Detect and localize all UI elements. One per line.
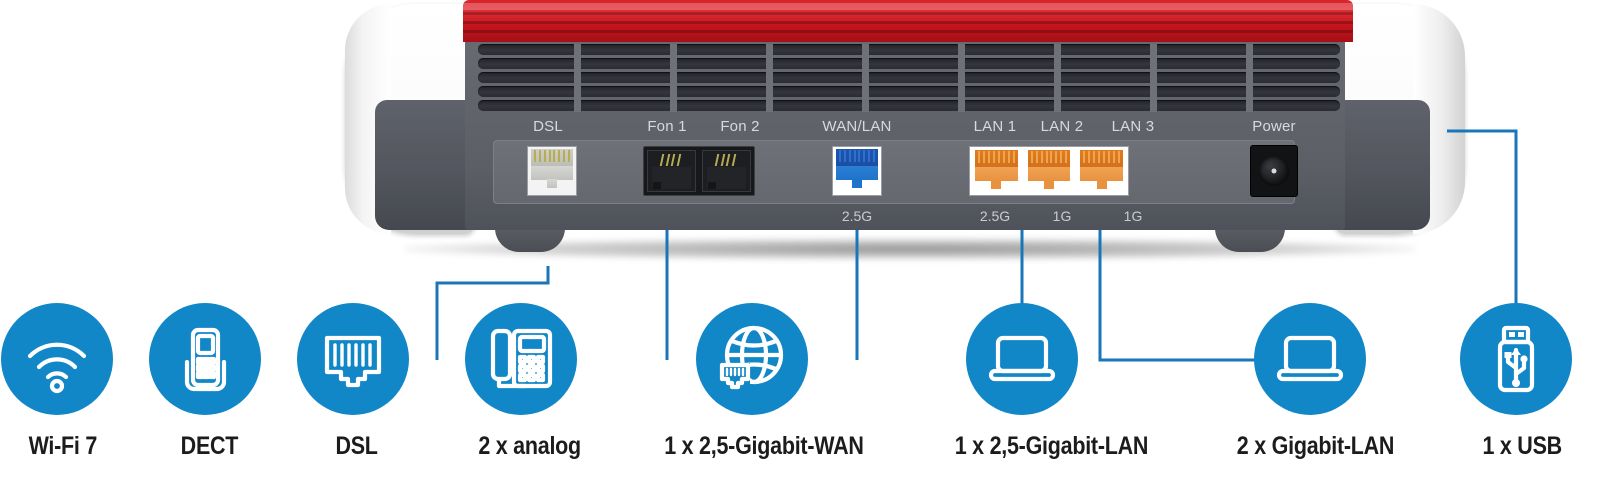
- vent-divider: [670, 44, 677, 112]
- wifi-icon: [1, 303, 113, 415]
- dsl-jack-icon: [297, 303, 409, 415]
- vent-slot: [478, 58, 1340, 69]
- red-highlight: [463, 3, 1353, 10]
- feature-label-analog: 2 x analog: [478, 432, 581, 460]
- port-speed-wanlan: 2.5G: [841, 208, 873, 224]
- port-dsl[interactable]: [527, 146, 577, 196]
- vent-slot: [478, 100, 1340, 111]
- vent-slot: [478, 86, 1340, 97]
- cordless-phone-icon: [149, 303, 261, 415]
- port-power[interactable]: [1250, 145, 1298, 197]
- port-fon1[interactable]: [647, 150, 696, 192]
- port-lan2[interactable]: [1024, 148, 1075, 196]
- vent-divider: [862, 44, 869, 112]
- router-red-top-cover: [463, 0, 1353, 42]
- port-speed-lan1: 2.5G: [979, 208, 1011, 224]
- feature-wifi[interactable]: [1, 303, 113, 415]
- router-foot-left: [495, 228, 565, 252]
- feature-label-dsl: DSL: [335, 432, 378, 460]
- vent-divider: [1054, 44, 1061, 112]
- vent-divider: [1246, 44, 1253, 112]
- red-groove: [463, 12, 1353, 15]
- usb-stick-icon: [1460, 303, 1572, 415]
- port-label-power: Power: [1252, 118, 1296, 135]
- feature-wan[interactable]: [696, 303, 808, 415]
- laptop-icon: [966, 303, 1078, 415]
- port-label-wanlan: WAN/LAN: [822, 118, 892, 135]
- port-speed-lan2: 1G: [1052, 208, 1072, 224]
- globe-jack-icon: [696, 303, 808, 415]
- port-speed-lan3: 1G: [1123, 208, 1143, 224]
- feature-dect[interactable]: [149, 303, 261, 415]
- port-label-lan2: LAN 2: [1040, 118, 1084, 135]
- feature-lan25[interactable]: [966, 303, 1078, 415]
- desk-phone-icon: [465, 303, 577, 415]
- ventilation-grille: [478, 44, 1340, 112]
- laptop-icon: [1254, 303, 1366, 415]
- feature-label-lan25: 1 x 2,5-Gigabit-LAN: [955, 432, 1149, 460]
- vent-slot: [478, 72, 1340, 83]
- port-label-fon2: Fon 2: [720, 118, 760, 135]
- vent-divider: [766, 44, 773, 112]
- port-label-lan1: LAN 1: [973, 118, 1017, 135]
- vent-divider: [1150, 44, 1157, 112]
- port-wan-lan[interactable]: [832, 146, 882, 196]
- port-lan1[interactable]: [971, 148, 1022, 196]
- port-label-fon1: Fon 1: [647, 118, 687, 135]
- feature-gigalan[interactable]: [1254, 303, 1366, 415]
- feature-label-gigalan: 2 x Gigabit-LAN: [1237, 432, 1395, 460]
- port-fon2[interactable]: [702, 150, 751, 192]
- vent-slot: [478, 44, 1340, 55]
- vent-divider: [574, 44, 581, 112]
- feature-label-wifi: Wi-Fi 7: [28, 432, 97, 460]
- feature-label-usb: 1 x USB: [1482, 432, 1563, 460]
- vent-divider: [958, 44, 965, 112]
- feature-analog[interactable]: [465, 303, 577, 415]
- feature-label-wan: 1 x 2,5-Gigabit-WAN: [664, 432, 865, 460]
- port-panel: [493, 140, 1295, 204]
- feature-usb[interactable]: [1460, 303, 1572, 415]
- port-label-lan3: LAN 3: [1111, 118, 1155, 135]
- router-left-side-block: [375, 100, 480, 230]
- port-lan3[interactable]: [1076, 148, 1127, 196]
- feature-label-dect: DECT: [180, 432, 239, 460]
- port-label-dsl: DSL: [533, 118, 563, 135]
- red-groove: [463, 21, 1353, 24]
- feature-dsl[interactable]: [297, 303, 409, 415]
- port-lan-group[interactable]: [969, 146, 1129, 196]
- red-groove: [463, 30, 1353, 33]
- port-fon-pair[interactable]: [643, 146, 755, 196]
